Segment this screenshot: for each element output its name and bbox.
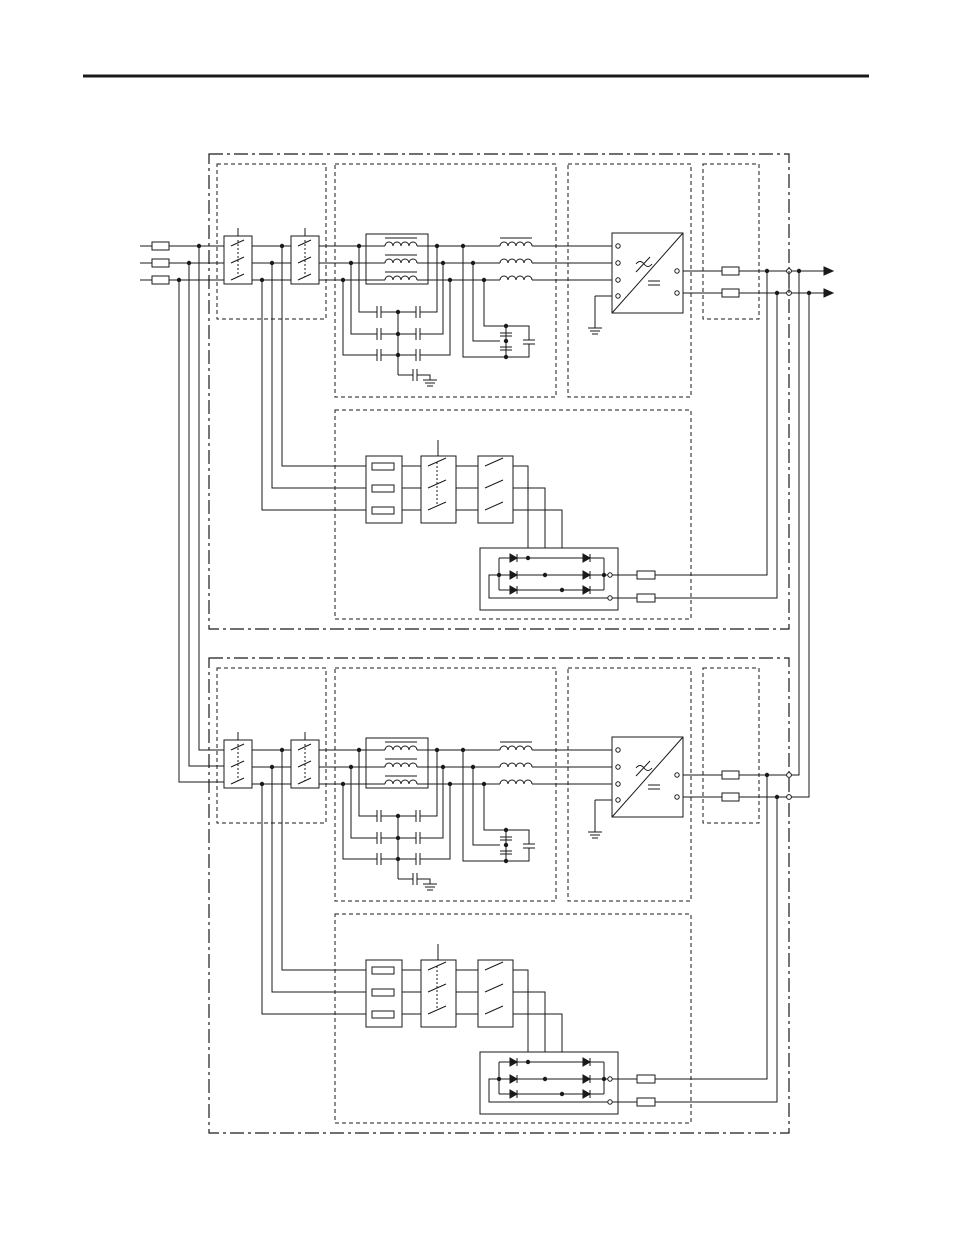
fuse-icon (152, 259, 169, 267)
dc-output-bus (789, 267, 833, 797)
arrow-icon (824, 289, 833, 297)
arrow-icon (824, 267, 833, 275)
fuse-icon (152, 276, 169, 284)
module-2 (209, 658, 791, 1133)
module-1 (209, 154, 791, 629)
incoming-lines (140, 242, 224, 782)
fuse-icon (152, 242, 169, 250)
